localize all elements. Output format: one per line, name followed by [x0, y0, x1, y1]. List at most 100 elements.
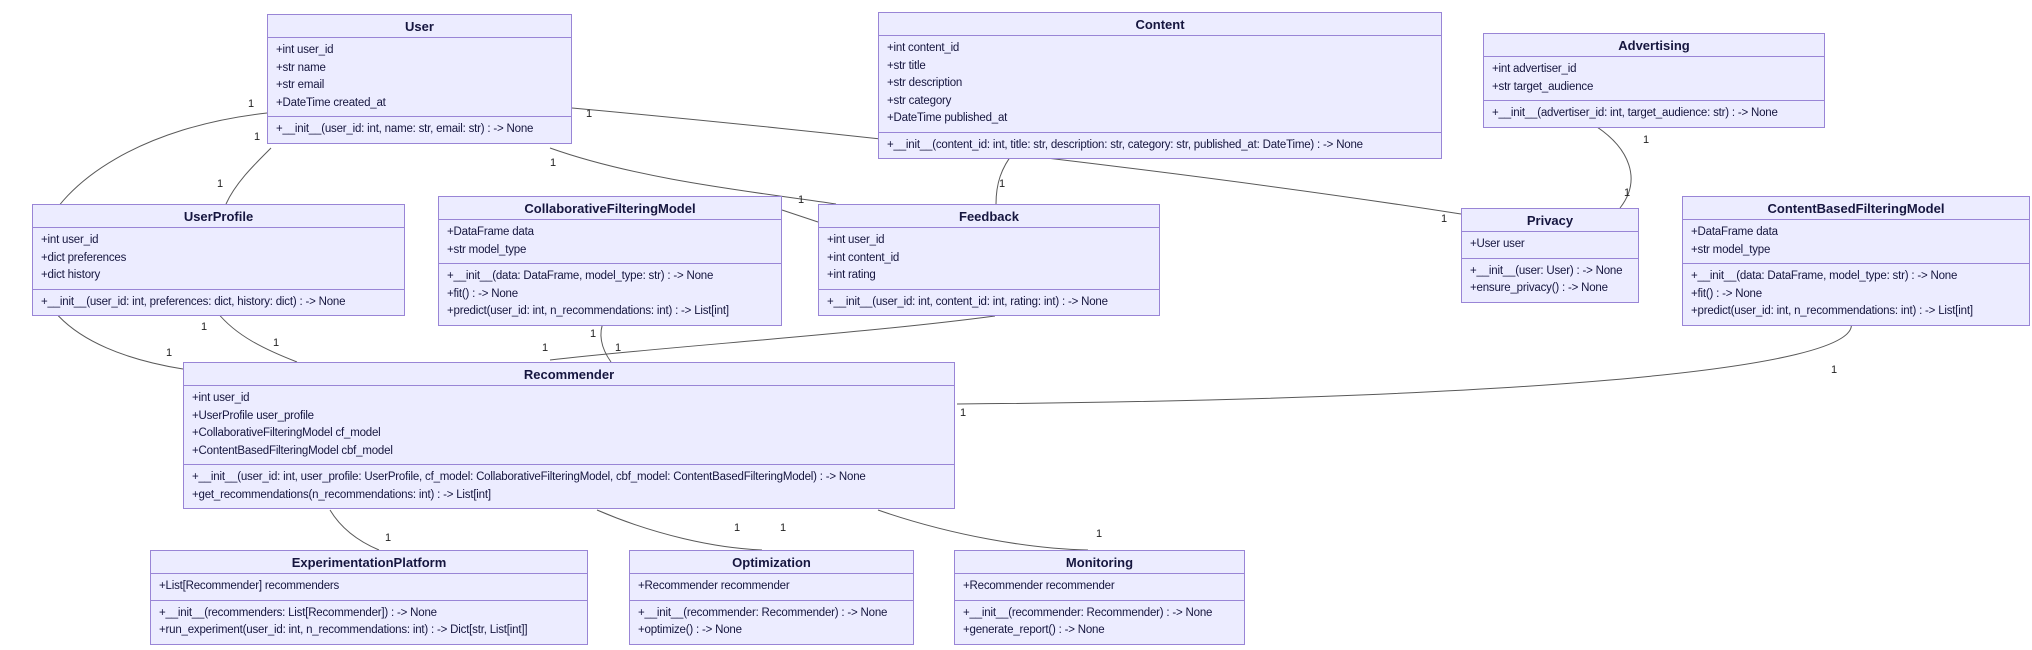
- attributes-section: +int user_id+dict preferences+dict histo…: [33, 227, 404, 289]
- attribute-row: +str email: [276, 79, 325, 91]
- multiplicity-label: 1: [586, 108, 592, 120]
- attribute-row: +DateTime created_at: [276, 96, 386, 109]
- method-row: +optimize() : -> None: [638, 624, 742, 636]
- methods-section: +__init__(advertiser_id: int, target_aud…: [1484, 100, 1824, 127]
- attribute-row: +int user_id: [827, 234, 885, 246]
- attributes-section: +int user_id +str name +str email +DateTime…: [268, 37, 571, 116]
- multiplicity-label: 1: [798, 194, 804, 206]
- class-box-Feedback: Feedback +int user_id +int content_id +int …: [818, 204, 1160, 316]
- attributes-section: +int user_id+UserProfile user_profile+Co…: [184, 385, 954, 464]
- association-edge-User-UserProfile: [225, 147, 272, 205]
- method-row: +__init__(data: DataFrame, model_type: s…: [1691, 270, 1958, 282]
- multiplicity-label: 1: [590, 328, 596, 340]
- multiplicity-label: 1: [550, 157, 556, 169]
- methods-section: +__init__(user: User) : -> None+ensure_p…: [1462, 257, 1638, 302]
- attribute-row: +int content_id: [887, 42, 960, 54]
- class-box-CollaborativeFilteringModel: CollaborativeFilteringModel +DataFrame da…: [438, 196, 782, 326]
- multiplicity-label: 1: [734, 522, 740, 534]
- class-box-Advertising: Advertising +int advertiser_id +str target…: [1483, 33, 1825, 128]
- association-edge-Advertising-Privacy: [1593, 124, 1632, 209]
- class-box-Content: Content +int content_id +str title +str des…: [878, 12, 1442, 159]
- multiplicity-label: 1: [217, 178, 223, 190]
- class-title: ContentBasedFilteringModel: [1767, 201, 1945, 216]
- attribute-row: +int advertiser_id: [1492, 63, 1577, 75]
- method-row: +__init__(user_id: int, preferences: dic…: [41, 295, 346, 308]
- class-title: Content: [1135, 17, 1185, 32]
- method-row: +__init__(recommender: Recommender) : ->…: [638, 606, 888, 619]
- method-row: +__init__(recommenders: List[Recommender…: [159, 606, 437, 619]
- methods-section: +__init__(recommenders: List[Recommender…: [151, 599, 587, 644]
- multiplicity-label: 1: [201, 321, 207, 333]
- methods-section: +__init__(data: DataFrame, model_type: s…: [439, 263, 781, 325]
- multiplicity-label: 1: [999, 178, 1005, 190]
- class-title: Advertising: [1618, 38, 1690, 53]
- method-row: +__init__(advertiser_id: int, target_aud…: [1492, 107, 1778, 119]
- method-row: +__init__(data: DataFrame, model_type: s…: [447, 270, 714, 282]
- attribute-row: +int rating: [827, 269, 876, 281]
- association-edge-Recommender-ExperimentationPlatform: [329, 509, 380, 551]
- multiplicity-label: 1: [248, 98, 254, 110]
- methods-section: +__init__(data: DataFrame, model_type: s…: [1683, 263, 2029, 325]
- class-title: Privacy: [1526, 213, 1574, 228]
- association-edge-CollaborativeFilteringModel-Recommender: [600, 319, 612, 363]
- class-title: Feedback: [959, 209, 1019, 224]
- multiplicity-label: 1: [1643, 134, 1649, 146]
- class-title: User: [405, 19, 434, 34]
- method-row: +__init__(user: User) : -> None: [1470, 264, 1623, 277]
- attribute-row: +ContentBasedFilteringModel cbf_model: [192, 444, 393, 457]
- association-edge-CollaborativeFilteringModel-Feedback: [781, 209, 819, 223]
- multiplicity-label: 1: [1441, 213, 1447, 225]
- attribute-row: +DataFrame data: [1691, 226, 1778, 238]
- attribute-row: +DateTime published_at: [887, 112, 1008, 124]
- method-row: +generate_report() : -> None: [963, 624, 1105, 636]
- multiplicity-label: 1: [166, 347, 172, 359]
- class-title: CollaborativeFilteringModel: [524, 201, 696, 216]
- attribute-row: +UserProfile user_profile: [192, 409, 314, 422]
- attribute-row: +CollaborativeFilteringModel cf_model: [192, 427, 381, 439]
- attribute-row: +int user_id: [276, 44, 334, 56]
- method-row: +fit() : -> None: [1691, 287, 1762, 300]
- attribute-row: +int content_id: [827, 251, 900, 264]
- attribute-row: +str name: [276, 61, 326, 74]
- method-row: +get_recommendations(n_recommendations: …: [192, 488, 491, 501]
- method-row: +predict(user_id: int, n_recommendations…: [447, 305, 729, 317]
- methods-section: +__init__(user_id: int, content_id: int,…: [819, 288, 1159, 316]
- class-box-Recommender: Recommender+int user_id+UserProfile user…: [183, 362, 955, 509]
- class-box-Optimization: Optimization+Recommender recommender+__i…: [629, 550, 914, 645]
- methods-section: +__init__(user_id: int, name: str, email…: [268, 116, 571, 143]
- class-box-Monitoring: Monitoring+Recommender recommender+__ini…: [954, 550, 1245, 645]
- method-row: +__init__(user_id: int, user_profile: Us…: [192, 471, 866, 483]
- attributes-section: +User user: [1462, 231, 1638, 258]
- methods-section: +__init__(user_id: int, preferences: dic…: [33, 288, 404, 316]
- class-box-ExperimentationPlatform: ExperimentationPlatform +List[Recommender…: [150, 550, 588, 645]
- method-row: +__init__(content_id: int, title: str, d…: [887, 138, 1363, 151]
- class-title: ExperimentationPlatform: [291, 555, 447, 570]
- class-box-Privacy: Privacy+User user +__init__(user: User) :…: [1461, 208, 1639, 303]
- attribute-row: +str title: [887, 59, 926, 72]
- class-box-User: User +int user_id +str name +str email +Date…: [267, 14, 572, 144]
- class-box-ContentBasedFilteringModel: ContentBasedFilteringModel +DataFrame dat…: [1682, 196, 2030, 326]
- attributes-section: +DataFrame data +str model_type: [439, 219, 781, 263]
- attributes-section: +List[Recommender] recommenders: [151, 573, 587, 600]
- attribute-row: +str model_type: [1691, 243, 1771, 256]
- method-row: +__init__(user_id: int, name: str, email…: [276, 123, 534, 135]
- method-row: +predict(user_id: int, n_recommendations…: [1691, 305, 1973, 317]
- attribute-row: +str category: [887, 94, 952, 107]
- attribute-row: +User user: [1470, 238, 1525, 250]
- attribute-row: +Recommender recommender: [638, 580, 790, 592]
- attributes-section: +Recommender recommender: [955, 573, 1244, 600]
- association-edge-User-Feedback: [549, 147, 837, 205]
- attribute-row: +str model_type: [447, 243, 527, 256]
- attribute-row: +int user_id: [41, 234, 99, 246]
- attribute-row: +Recommender recommender: [963, 580, 1115, 592]
- attribute-row: +str description: [887, 77, 963, 89]
- attribute-row: +str target_audience: [1492, 80, 1594, 93]
- attribute-row: +dict history: [41, 269, 101, 281]
- multiplicity-label: 1: [1831, 364, 1837, 376]
- method-row: +__init__(recommender: Recommender) : ->…: [963, 606, 1213, 619]
- attributes-section: +DataFrame data +str model_type: [1683, 219, 2029, 263]
- attribute-row: +DataFrame data: [447, 226, 534, 238]
- association-edge-Recommender-Optimization: [596, 509, 763, 551]
- attributes-section: +int content_id +str title +str descriptio…: [879, 35, 1441, 132]
